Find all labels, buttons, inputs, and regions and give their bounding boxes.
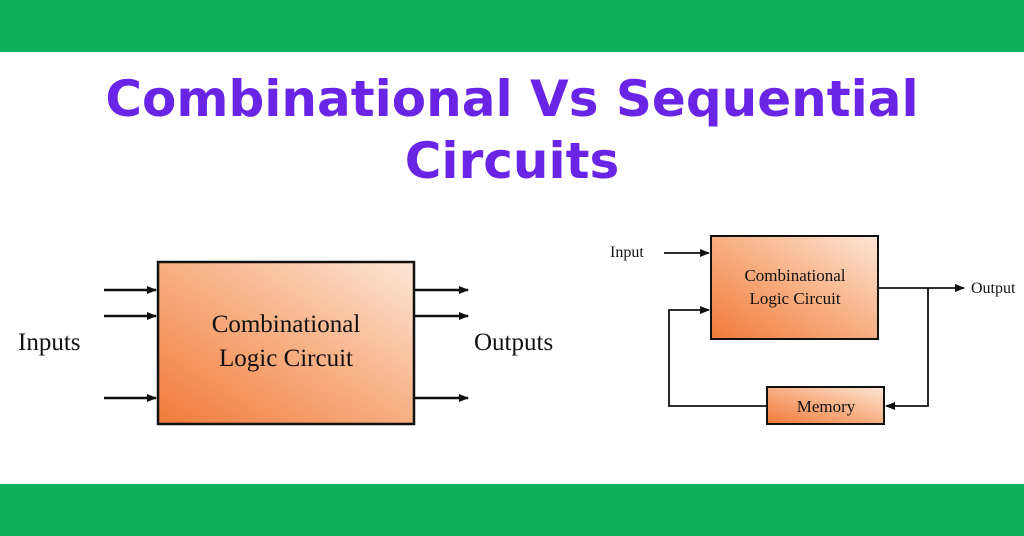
combinational-block-label-2: Logic Circuit [219,345,353,372]
title-line-1: Combinational Vs Sequential [105,70,919,128]
sequential-output-label: Output [971,280,1016,297]
top-green-band [0,0,1024,52]
combinational-block [156,260,416,426]
combinational-block-label-1: Combinational [212,311,361,338]
inputs-label: Inputs [18,329,81,356]
bottom-green-band [0,484,1024,536]
combinational-diagram: Combinational Logic Circuit Inputs Outpu… [18,260,553,426]
memory-label: Memory [797,397,856,416]
sequential-combinational-block [710,235,879,340]
sequential-input-label: Input [610,244,644,261]
title-line-2: Circuits [404,132,620,190]
sequential-block-label-2: Logic Circuit [749,289,840,308]
sequential-diagram: Combinational Logic Circuit Memory Input… [610,235,1016,425]
feedback-to-memory-line [885,288,929,410]
sequential-block-label-1: Combinational [744,266,845,285]
feedback-from-memory-line [668,306,767,407]
outputs-label: Outputs [474,329,553,356]
page-title: Combinational Vs Sequential Circuits [0,68,1024,192]
